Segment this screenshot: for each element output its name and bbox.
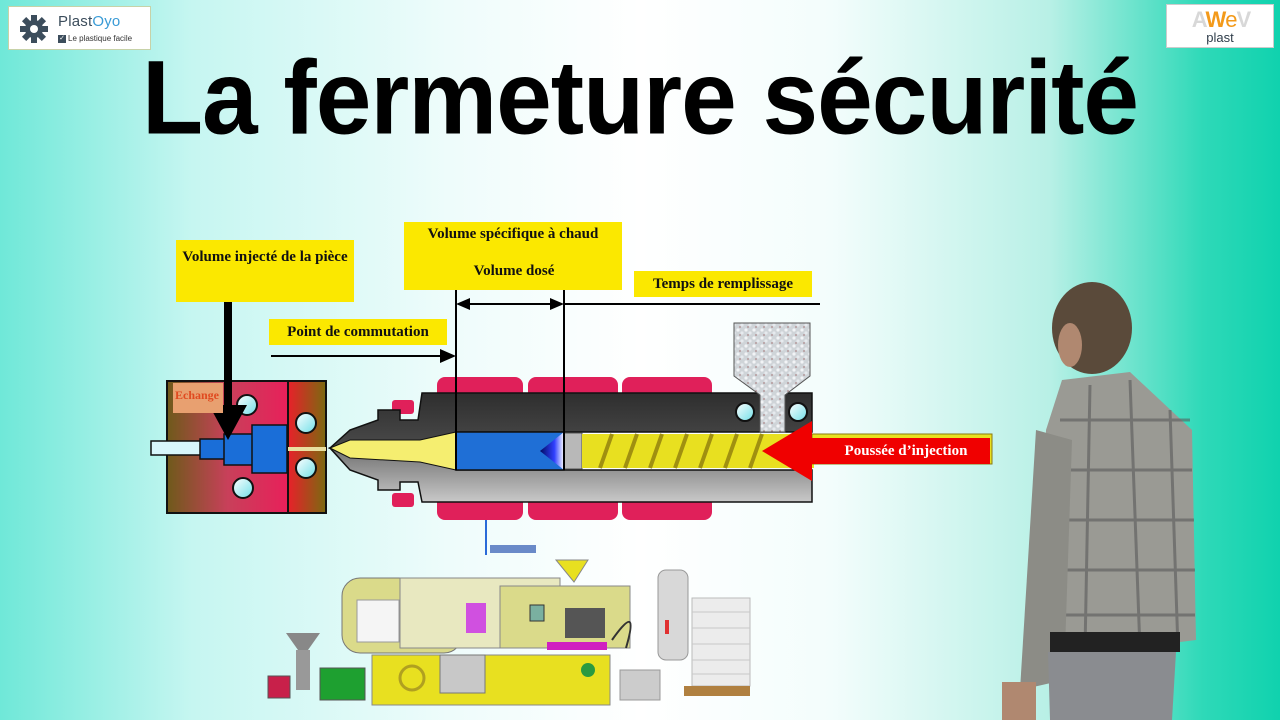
- check-ring-tip: [540, 432, 564, 470]
- label-temps-remplissage: Temps de remplissage: [634, 271, 812, 297]
- awev-mark: AWeV: [1191, 7, 1251, 32]
- label-echange: Echange: [173, 383, 223, 413]
- ejector-pin: [150, 440, 202, 456]
- arrowheads: [440, 298, 564, 363]
- label-volume-specifique: Volume spécifique à chaud Volume dosé: [404, 222, 622, 290]
- gear-icon: [20, 15, 48, 43]
- label-volume-dose: Volume dosé: [473, 263, 555, 279]
- mold-cavity: [251, 424, 288, 474]
- awev-plast-logo: AWeV plast: [1166, 4, 1274, 48]
- presenter-person: [1002, 282, 1196, 720]
- label-volume-injecte: Volume injecté de la pièce: [176, 240, 354, 302]
- plastoyo-brand: PlastOyo: [58, 13, 121, 30]
- label-point-commutation: Point de commutation: [269, 319, 447, 345]
- label-volume-specifique-text: Volume spécifique à chaud: [427, 226, 599, 242]
- label-poussee-injection: Poussée d’injection: [844, 443, 968, 459]
- plastoyo-logo: PlastOyo ✓ Le plastique facile: [8, 6, 151, 50]
- dimension-lines: [271, 253, 820, 470]
- slide-title: La fermeture sécurité: [141, 39, 1139, 157]
- awev-subtitle: plast: [1206, 30, 1234, 45]
- mold: [150, 380, 327, 514]
- checkbox-icon: ✓: [58, 34, 66, 43]
- injection-machine-illustration: [267, 520, 751, 706]
- plastoyo-tagline: ✓ Le plastique facile: [58, 34, 133, 43]
- injection-pointer: [224, 302, 232, 410]
- hopper: [733, 322, 811, 433]
- down-arrow-icon: [209, 405, 247, 440]
- injection-push-arrow: [762, 421, 990, 481]
